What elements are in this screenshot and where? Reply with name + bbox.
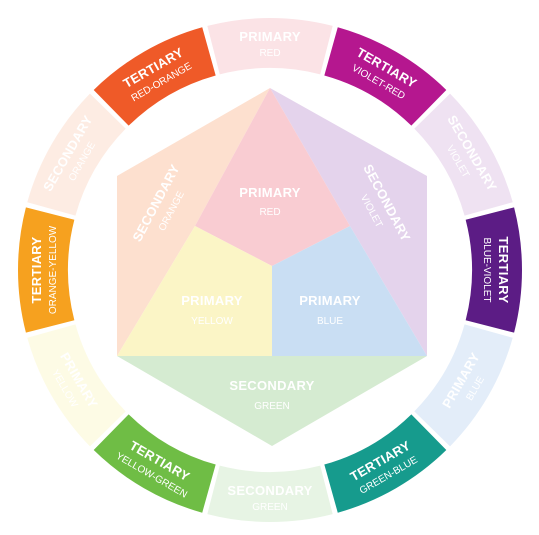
ring-segment-shape: [414, 324, 513, 447]
ring-segment-label: SECONDARY GREEN: [227, 483, 312, 513]
label-primary-red: PRIMARY RED: [239, 185, 301, 218]
ring-segment-shape: [414, 93, 513, 216]
ring-segment-shape: [207, 465, 333, 523]
ring-segment-shape: [207, 17, 333, 75]
primary-yellow-region: [117, 226, 272, 356]
ring-segment-shape: [324, 414, 447, 513]
ring-segment-name: RED: [259, 48, 280, 59]
svg-text:PRIMARY: PRIMARY: [239, 185, 301, 200]
ring-segment-shape: [27, 93, 126, 216]
secondary-violet-region: [270, 88, 427, 356]
label-secondary-green: SECONDARY GREEN: [229, 378, 314, 412]
ring-segment-type: TERTIARY: [496, 237, 511, 304]
primary-blue-region: [272, 226, 427, 356]
svg-text:GREEN: GREEN: [254, 401, 290, 412]
ring-segment-type: PRIMARY: [239, 29, 301, 44]
ring-segment-tertiary-blue-violet: TERTIARY BLUE-VIOLET: [465, 207, 523, 333]
ring-segment-type: TERTIARY: [29, 237, 44, 304]
svg-text:BLUE: BLUE: [317, 316, 343, 327]
ring-segment-label: TERTIARY ORANGE-YELLOW: [29, 225, 59, 314]
ring-segment-secondary-green: SECONDARY GREEN: [207, 465, 333, 523]
label-primary-blue: PRIMARY BLUE: [299, 293, 361, 327]
svg-text:RED: RED: [259, 207, 280, 218]
secondary-orange-region: [117, 88, 270, 356]
ring-segment-shape: [17, 207, 75, 333]
secondary-green-region: [117, 356, 427, 446]
ring-segment-shape: [93, 27, 216, 126]
svg-text:YELLOW: YELLOW: [191, 316, 233, 327]
ring-segment-shape: [324, 27, 447, 126]
primary-red-region: [195, 88, 350, 266]
ring-segment-label: PRIMARY RED: [239, 29, 301, 59]
ring-segment-name: BLUE-VIOLET: [481, 237, 492, 302]
label-primary-yellow: PRIMARY YELLOW: [181, 293, 243, 327]
ring-segment-shape: [93, 414, 216, 513]
ring-segment-tertiary-orange-yellow: TERTIARY ORANGE-YELLOW: [17, 207, 75, 333]
ring-segment-shape: [465, 207, 523, 333]
ring-segment-type: SECONDARY: [227, 483, 312, 498]
ring-segment-shape: [27, 324, 126, 447]
ring-segment-primary-red: PRIMARY RED: [207, 17, 333, 75]
ring-segment-label: TERTIARY BLUE-VIOLET: [481, 237, 511, 304]
inner-hexagon: PRIMARY RED PRIMARY YELLOW PRIMARY BLUE …: [117, 88, 427, 446]
svg-text:PRIMARY: PRIMARY: [299, 293, 361, 308]
ring-segment-name: ORANGE-YELLOW: [48, 225, 59, 314]
ring-segment-name: GREEN: [252, 502, 288, 513]
svg-text:PRIMARY: PRIMARY: [181, 293, 243, 308]
svg-text:SECONDARY: SECONDARY: [229, 378, 314, 393]
